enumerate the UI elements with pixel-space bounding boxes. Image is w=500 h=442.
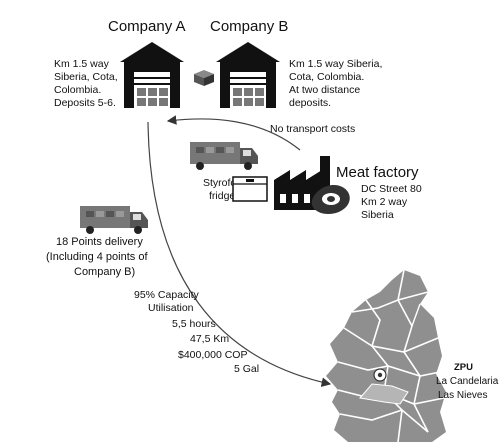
zpu-desc-line: Las Nieves <box>438 390 487 401</box>
company-b-desc-line: At two distance <box>289 84 360 96</box>
truck-icon <box>190 142 258 170</box>
company-b-desc-line: Km 1.5 way Siberia, <box>289 58 382 70</box>
route-stat-line: $400,000 COP <box>178 349 247 361</box>
company-a-desc-line: Deposits 5-6. <box>54 97 116 109</box>
delivery-line: (Including 4 points of <box>46 251 148 263</box>
delivery-truck-icon <box>80 206 148 234</box>
route-stats: 95% Capacity Utilisation 5,5 hours 47,5 … <box>134 289 259 375</box>
delivery-description: 18 Points delivery (Including 4 points o… <box>46 236 148 278</box>
warehouse-b-icon <box>216 42 280 108</box>
meat-factory-description: DC Street 80 Km 2 way Siberia <box>361 183 422 221</box>
delivery-line: 18 Points delivery <box>56 236 143 248</box>
company-a-desc-line: Km 1.5 way <box>54 58 110 70</box>
meat-factory-desc-line: Km 2 way <box>361 196 408 208</box>
zpu-marker-icon <box>373 368 387 382</box>
zpu-desc-line: La Candelaria <box>436 376 499 387</box>
meat-factory-desc-line: Siberia <box>361 209 394 221</box>
meat-factory-desc-line: DC Street 80 <box>361 183 422 195</box>
company-b-description: Km 1.5 way Siberia, Cota, Colombia. At t… <box>289 58 382 109</box>
route-stat-line: 95% Capacity <box>134 289 200 301</box>
transport-note: No transport costs <box>270 123 355 135</box>
route-stat-line: 5,5 hours <box>172 318 216 330</box>
delivery-line: Company B) <box>74 266 135 278</box>
route-stat-line: 47,5 Km <box>190 333 229 345</box>
supply-arrow <box>166 115 301 151</box>
company-b-desc-line: Cota, Colombia. <box>289 71 364 83</box>
warehouse-a-icon <box>120 42 184 108</box>
meat-factory-title: Meat factory <box>336 164 419 181</box>
fridge-label-line: fridge <box>209 190 235 202</box>
zpu-title: ZPU <box>454 362 473 373</box>
company-b-title: Company B <box>210 18 288 35</box>
company-a-title: Company A <box>108 18 186 35</box>
route-stat-line: Utilisation <box>148 302 194 314</box>
route-stat-line: 5 Gal <box>234 363 259 375</box>
company-a-desc-line: Colombia. <box>54 84 101 96</box>
handshake-box-icon <box>194 70 214 86</box>
factory-icon <box>274 156 330 210</box>
company-b-desc-line: deposits. <box>289 97 331 109</box>
delivery-route-arrow <box>147 121 332 387</box>
fridge-icon <box>232 176 268 202</box>
company-a-description: Km 1.5 way Siberia, Cota, Colombia. Depo… <box>54 58 118 109</box>
city-map <box>326 269 446 442</box>
company-a-desc-line: Siberia, Cota, <box>54 71 118 83</box>
meat-icon <box>311 185 350 214</box>
